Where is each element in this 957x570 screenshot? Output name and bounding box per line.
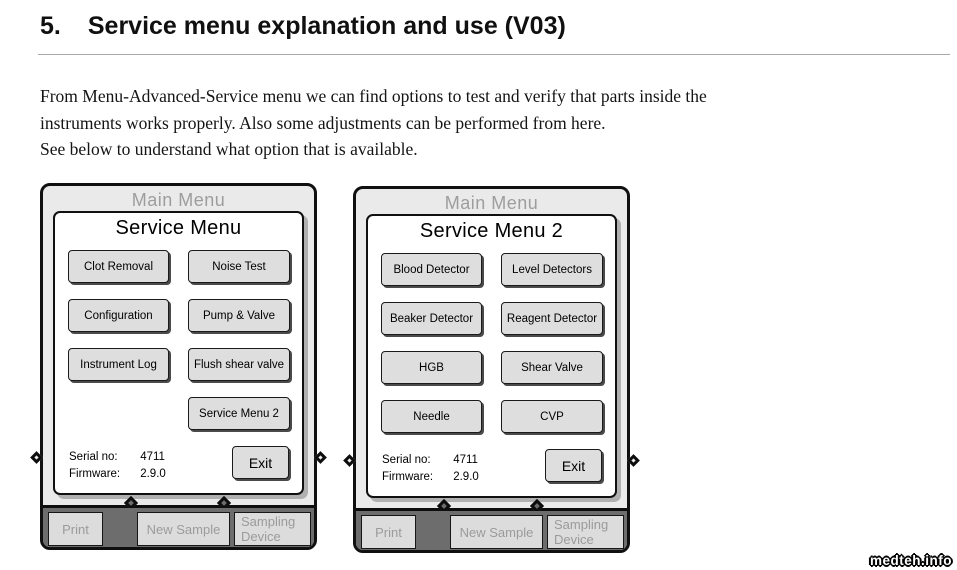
serial-label: Serial no:: [69, 451, 118, 463]
firmware-label: Firmware:: [382, 471, 434, 483]
section-title: Service menu explanation and use (V03): [87, 12, 566, 40]
sampling-device-button[interactable]: Sampling Device: [547, 515, 624, 549]
instrument-log-button[interactable]: Instrument Log: [68, 348, 169, 381]
shear-valve-button[interactable]: Shear Valve: [501, 351, 603, 384]
device-info-block: Serial no: 4711 Firmware: 2.9.0: [382, 452, 479, 486]
cvp-button[interactable]: CVP: [501, 400, 603, 433]
exit-button[interactable]: Exit: [232, 446, 289, 479]
menu-button-grid: Clot Removal Noise Test Configuration Pu…: [68, 250, 290, 430]
blood-detector-button[interactable]: Blood Detector: [381, 253, 482, 286]
reagent-detector-button[interactable]: Reagent Detector: [501, 302, 603, 335]
firmware-value: 2.9.0: [453, 471, 479, 483]
body-text-line: From Menu-Advanced-Service menu we can f…: [40, 86, 707, 106]
level-detectors-button[interactable]: Level Detectors: [501, 253, 603, 286]
device-frame: Main Menu Service Menu Clot Removal Nois…: [40, 183, 317, 550]
menu-button-grid: Blood Detector Level Detectors Beaker De…: [381, 253, 603, 433]
section-number: 5.: [40, 12, 61, 40]
serial-row: Serial no: 4711: [69, 449, 166, 466]
print-button[interactable]: Print: [48, 512, 103, 546]
body-paragraph: From Menu-Advanced-Service menu we can f…: [40, 83, 707, 163]
firmware-row: Firmware: 2.9.0: [382, 469, 479, 486]
serial-label: Serial no:: [382, 454, 431, 466]
exit-button[interactable]: Exit: [545, 449, 602, 482]
pump-valve-button[interactable]: Pump & Valve: [188, 299, 290, 332]
configuration-button[interactable]: Configuration: [68, 299, 169, 332]
firmware-row: Firmware: 2.9.0: [69, 466, 166, 483]
heading-rule: [38, 54, 950, 55]
serial-value: 4711: [453, 454, 478, 466]
noise-test-button[interactable]: Noise Test: [188, 250, 290, 283]
sampling-device-button[interactable]: Sampling Device: [234, 512, 311, 546]
service-menu-2-button[interactable]: Service Menu 2: [188, 397, 290, 430]
firmware-label: Firmware:: [69, 468, 121, 480]
bezel-notch: [524, 497, 550, 511]
analyzer-screenshot-service-menu: Main Menu Service Menu Clot Removal Nois…: [30, 183, 327, 550]
bezel-notch: [118, 494, 144, 508]
bottom-toolbar: Print New Sample Sampling Device: [356, 498, 627, 550]
hgb-button[interactable]: HGB: [381, 351, 482, 384]
beaker-detector-button[interactable]: Beaker Detector: [381, 302, 482, 335]
panel-title: Service Menu: [115, 217, 242, 239]
bezel-notch: [211, 494, 237, 508]
panel-title: Service Menu 2: [419, 220, 564, 242]
main-menu-header: Main Menu: [444, 193, 539, 213]
section-heading: 5. Service menu explanation and use (V03…: [40, 12, 566, 41]
body-text-line: See below to understand what option that…: [40, 139, 418, 159]
bottom-toolbar: Print New Sample Sampling Device: [43, 495, 314, 547]
watermark: medteh.info: [870, 553, 952, 568]
bezel-notch: [431, 497, 457, 511]
analyzer-screenshot-service-menu-2: Main Menu Service Menu 2 Blood Detector …: [343, 186, 640, 553]
service-menu-panel: Service Menu Clot Removal Noise Test Con…: [53, 211, 304, 495]
needle-button[interactable]: Needle: [381, 400, 482, 433]
new-sample-button[interactable]: New Sample: [137, 512, 230, 546]
new-sample-button[interactable]: New Sample: [450, 515, 543, 549]
flush-shear-valve-button[interactable]: Flush shear valve: [188, 348, 290, 381]
serial-value: 4711: [140, 451, 165, 463]
service-menu-2-panel: Service Menu 2 Blood Detector Level Dete…: [366, 214, 617, 498]
print-button[interactable]: Print: [361, 515, 416, 549]
serial-row: Serial no: 4711: [382, 452, 479, 469]
clot-removal-button[interactable]: Clot Removal: [68, 250, 169, 283]
device-frame: Main Menu Service Menu 2 Blood Detector …: [353, 186, 630, 553]
device-info-block: Serial no: 4711 Firmware: 2.9.0: [69, 449, 166, 483]
firmware-value: 2.9.0: [140, 468, 166, 480]
main-menu-header: Main Menu: [131, 190, 226, 210]
body-text-line: instruments works properly. Also some ad…: [40, 112, 606, 133]
